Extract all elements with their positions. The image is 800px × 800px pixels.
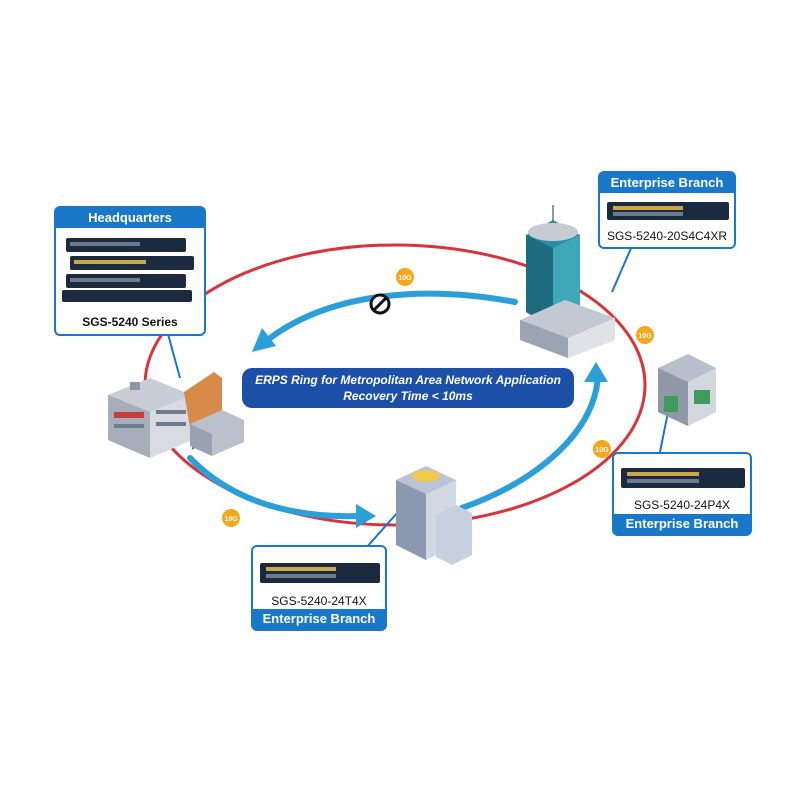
speed-badge-left: 10G (222, 509, 240, 527)
blocked-port-icon (369, 293, 391, 315)
banner-line-1: ERPS Ring for Metropolitan Area Network … (255, 373, 561, 387)
branch-bottom-title: Enterprise Branch (253, 609, 385, 629)
branch-top-right-card: Enterprise Branch SGS-5240-20S4C4XR (598, 171, 736, 249)
svg-text:10G: 10G (398, 275, 412, 282)
arrowhead-lower-left (356, 504, 376, 528)
headquarters-building-icon (108, 372, 244, 458)
branch-top-right-model: SGS-5240-20S4C4XR (606, 229, 728, 243)
speed-badge-right-upper: 10G (636, 326, 654, 344)
connector-branch-top (611, 245, 633, 293)
branch-right-model: SGS-5240-24P4X (633, 498, 731, 512)
branch-right-title: Enterprise Branch (614, 514, 750, 534)
flow-arrow-lower-right (459, 372, 601, 511)
network-switch-icon (621, 468, 745, 488)
svg-text:10G: 10G (224, 516, 238, 523)
headquarters-model: SGS-5240 Series (82, 315, 178, 329)
tower-building-icon (520, 205, 615, 358)
svg-text:10G: 10G (595, 447, 609, 454)
headquarters-card: Headquarters SGS-5240 Series (54, 206, 206, 336)
connector-branch-bottom (365, 511, 399, 549)
erps-banner: ERPS Ring for Metropolitan Area Network … (242, 368, 574, 408)
speed-badge-right-lower: 10G (593, 440, 611, 458)
branch-top-right-title: Enterprise Branch (600, 173, 734, 193)
network-switch-icon (607, 202, 729, 220)
branch-right-card: SGS-5240-24P4X Enterprise Branch (612, 452, 752, 536)
branch-bottom-model: SGS-5240-24T4X (271, 594, 367, 608)
branch-bottom-card: SGS-5240-24T4X Enterprise Branch (251, 545, 387, 631)
arrowhead-lower-right (584, 362, 608, 382)
speed-badge-top: 10G (396, 268, 414, 286)
flow-arrow-lower-left (187, 455, 363, 520)
office-building-bottom-icon (396, 466, 472, 565)
connector-branch-right (659, 411, 669, 453)
arrowhead-upper (252, 328, 276, 352)
office-building-right-icon (658, 354, 716, 426)
network-switch-icon (260, 563, 380, 583)
svg-text:10G: 10G (638, 333, 652, 340)
banner-line-2: Recovery Time < 10ms (343, 389, 473, 403)
network-switch-icon (62, 238, 194, 302)
connector-hq (167, 333, 181, 379)
headquarters-title: Headquarters (56, 208, 204, 228)
